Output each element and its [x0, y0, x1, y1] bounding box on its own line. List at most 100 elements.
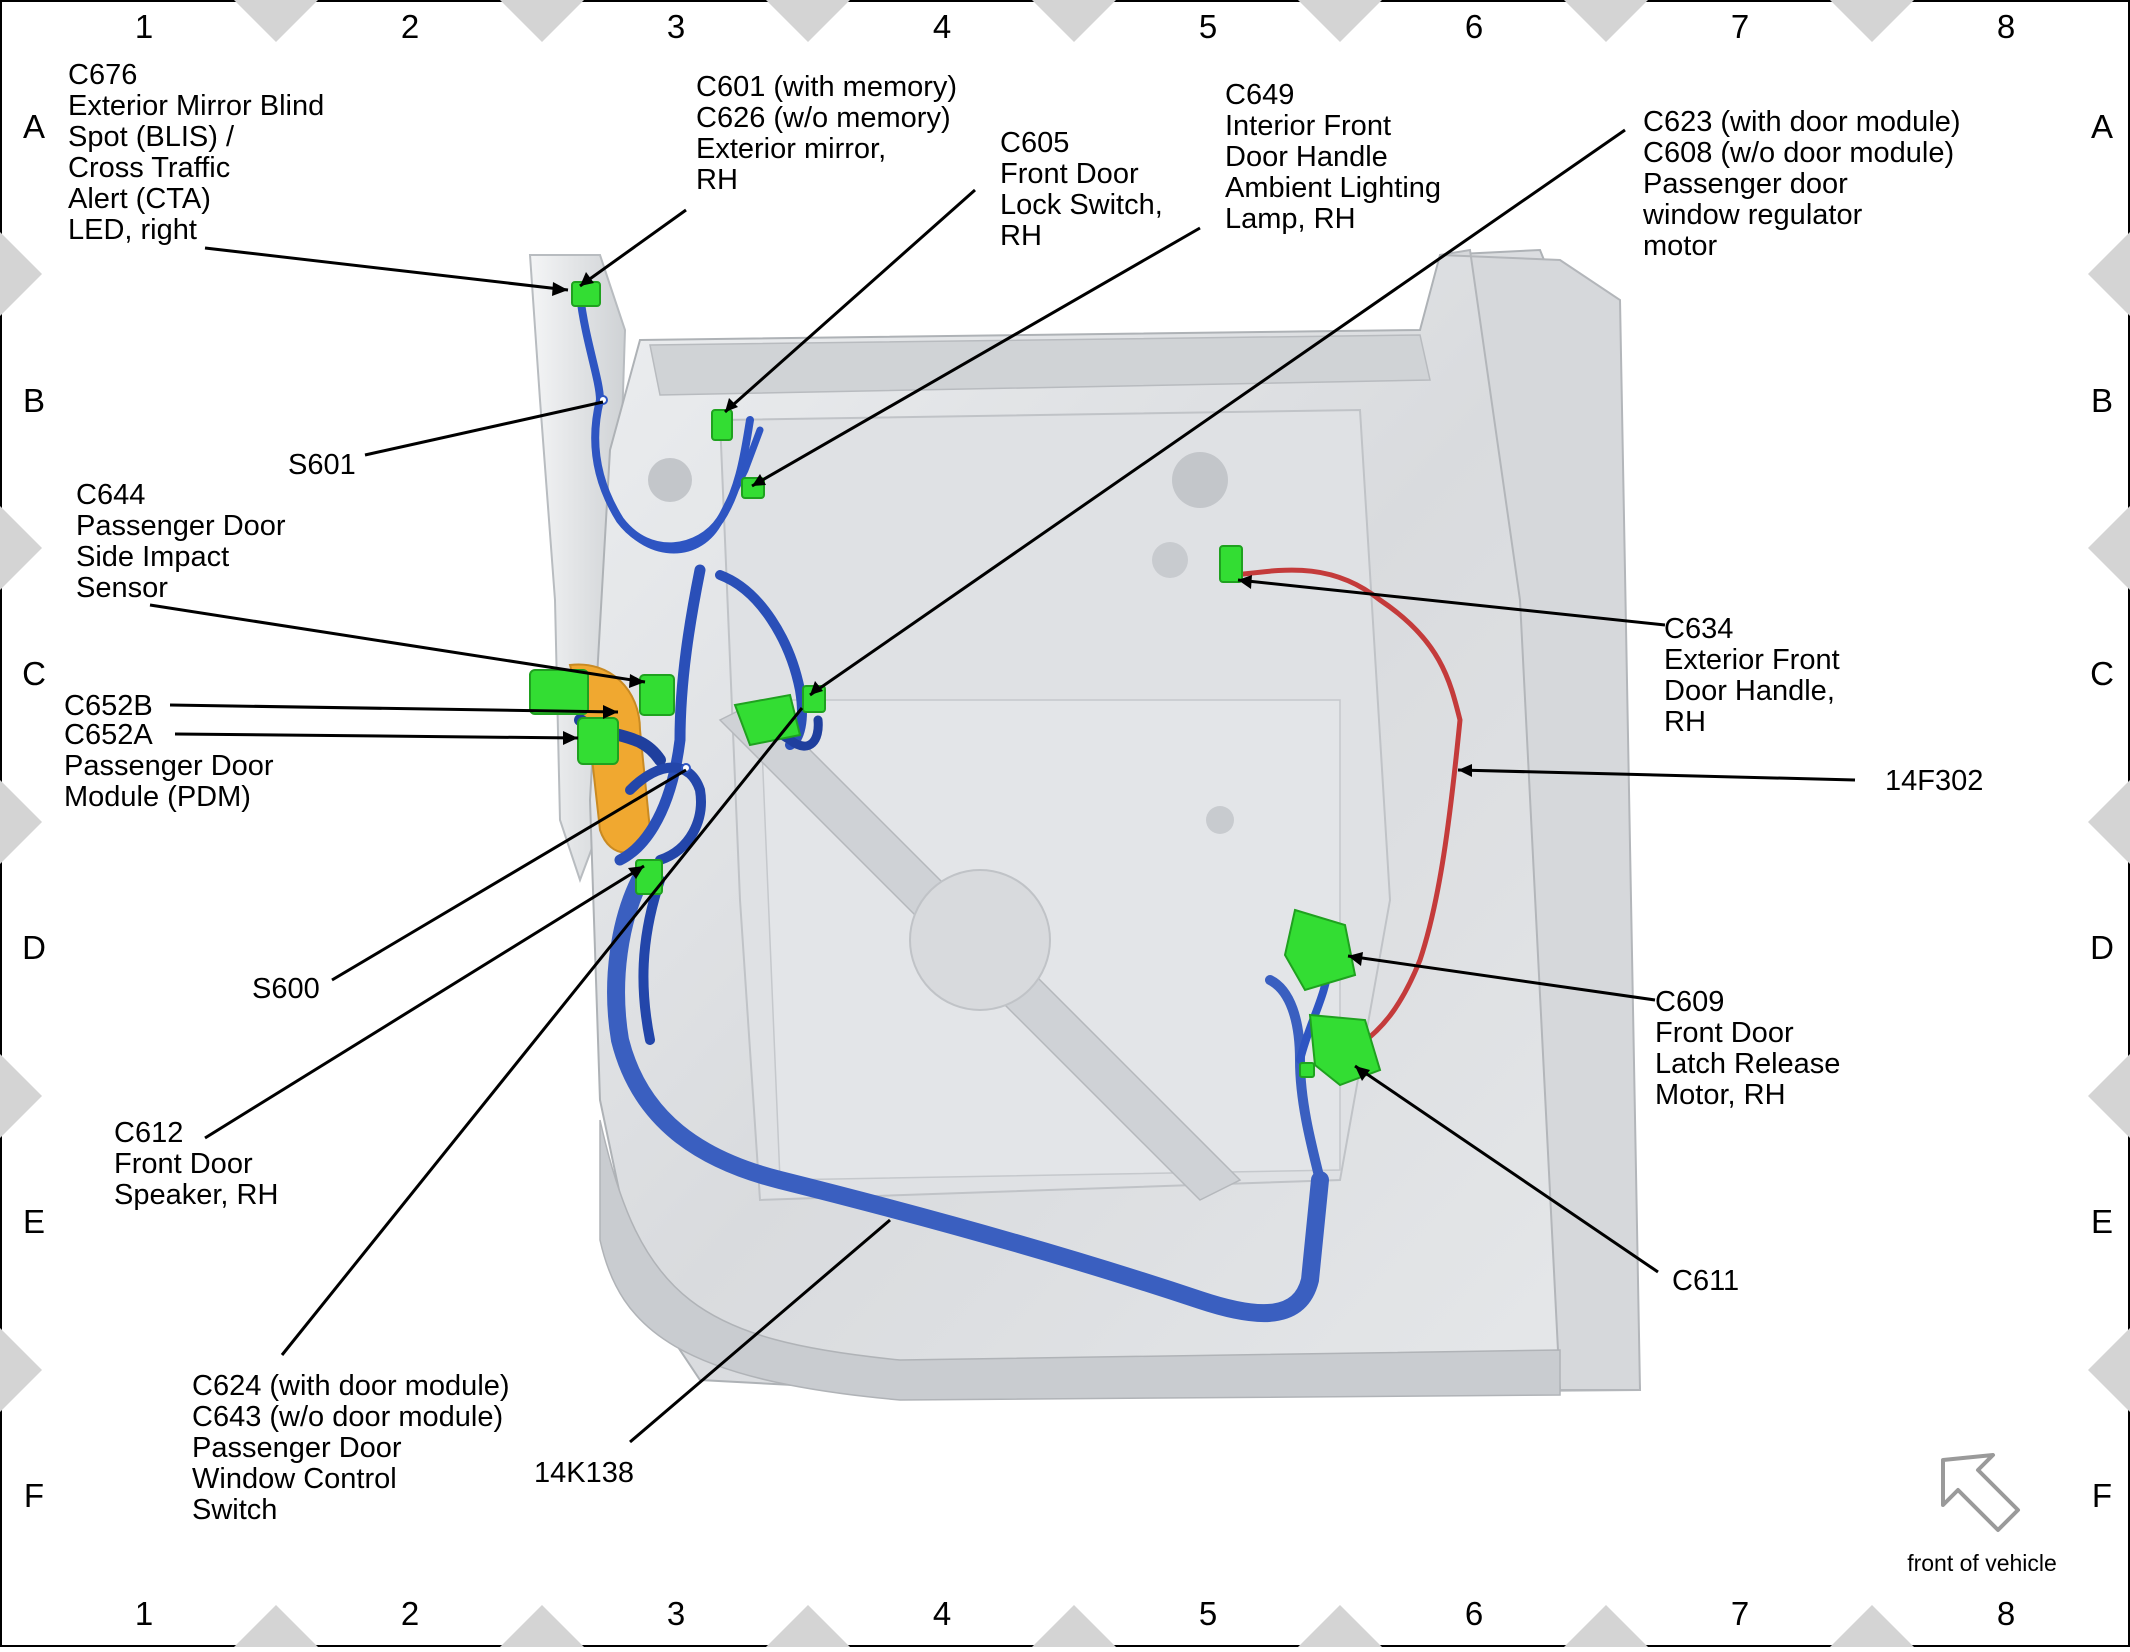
arrowhead — [629, 674, 645, 688]
callout-line: Motor, RH — [1655, 1079, 1786, 1111]
callout-line: Front Door — [114, 1148, 253, 1180]
column-label: 8 — [1997, 8, 2015, 45]
callout-line: Ambient Lighting — [1225, 172, 1441, 204]
arrowhead — [563, 731, 578, 745]
callout-line: Sensor — [76, 572, 168, 604]
arrowhead — [580, 272, 594, 286]
arrowhead — [810, 681, 823, 695]
column-label: 3 — [667, 8, 685, 45]
front-of-vehicle-indicator: front of vehicle — [1907, 1453, 2057, 1576]
callout-c676: C676 Exterior Mirror Blind Spot (BLIS) /… — [68, 59, 332, 246]
panel-hole — [1206, 806, 1234, 834]
direction-arrow-icon — [1941, 1453, 2020, 1532]
zone-marker — [0, 232, 42, 316]
arrowhead — [1355, 1066, 1370, 1081]
zone-marker — [1032, 1605, 1116, 1652]
connector-c652a — [577, 717, 619, 765]
row-label: C — [2090, 655, 2114, 692]
zone-marker — [234, 0, 318, 42]
row-label: D — [2090, 929, 2114, 966]
callout-line: RH — [696, 164, 738, 196]
row-label: B — [2091, 382, 2113, 419]
row-label: B — [23, 382, 45, 419]
callout-line: Interior Front — [1225, 110, 1391, 142]
callout-line: RH — [1664, 706, 1706, 738]
callout-s600: S600 — [252, 973, 320, 1005]
column-label: 5 — [1199, 8, 1217, 45]
zone-marker — [1830, 0, 1914, 42]
callout-c649: C649 Interior Front Door Handle Ambient … — [1225, 79, 1449, 235]
connector-c644 — [639, 674, 675, 716]
connector-c601 — [711, 409, 733, 441]
belt-line — [649, 334, 1431, 396]
callout-line: C623 (with door module) — [1643, 106, 1961, 138]
callout-line: Passenger Door — [192, 1432, 402, 1464]
zone-marker — [1830, 1605, 1914, 1652]
zone-marker — [2088, 1328, 2130, 1412]
column-labels-bottom: 1 2 3 4 5 6 7 8 — [135, 1595, 2015, 1632]
zone-marker — [500, 1605, 584, 1652]
connector-c649 — [1219, 545, 1243, 583]
callout-line: Speaker, RH — [114, 1179, 278, 1211]
callout-line: C652A — [64, 719, 153, 751]
column-label: 4 — [933, 8, 951, 45]
row-labels-right: A B C D E F — [2090, 108, 2114, 1514]
arrowhead — [752, 474, 766, 486]
column-label: 8 — [1997, 1595, 2015, 1632]
connector-c652b — [529, 669, 589, 715]
callout-line: C605 — [1000, 127, 1069, 159]
column-label: 6 — [1465, 1595, 1483, 1632]
callout-line: C609 — [1655, 986, 1724, 1018]
callout-line: Front Door — [1000, 158, 1139, 190]
leader-arrowheads — [552, 272, 1472, 1081]
zone-marker — [234, 1605, 318, 1652]
callout-c652b: C652B — [64, 690, 153, 722]
callout-s601: S601 — [288, 449, 356, 481]
row-label: F — [2092, 1477, 2112, 1514]
zone-marker — [0, 780, 42, 864]
callout-c634: C634 Exterior Front Door Handle, RH — [1664, 613, 1848, 738]
callout-c611: C611 — [1672, 1265, 1739, 1297]
row-label: C — [22, 655, 46, 692]
callout-line: Door Handle, — [1664, 675, 1835, 707]
arrowhead — [552, 282, 568, 296]
callout-line: Front Door — [1655, 1017, 1794, 1049]
arrowhead — [725, 398, 738, 412]
callout-c609: C609 Front Door Latch Release Motor, RH — [1655, 986, 1848, 1111]
callout-line: C649 — [1225, 79, 1294, 111]
callout-c652a: C652A Passenger Door Module (PDM) — [64, 719, 282, 813]
callout-line: window regulator — [1642, 199, 1863, 231]
zone-marker — [2088, 1054, 2130, 1138]
zone-marker — [766, 1605, 850, 1652]
callout-line: Passenger Door — [64, 750, 274, 782]
callout-line: C624 (with door module) — [192, 1370, 510, 1402]
callout-c644: C644 Passenger Door Side Impact Sensor — [76, 479, 294, 604]
callout-c624: C624 (with door module) C643 (w/o door m… — [192, 1370, 518, 1526]
callout-line: Cross Traffic — [68, 152, 230, 184]
callout-line: Window Control — [192, 1463, 397, 1495]
speaker-opening — [909, 869, 1051, 1011]
zone-marker — [500, 0, 584, 42]
column-label: 2 — [401, 8, 419, 45]
callout-line: C612 — [114, 1117, 183, 1149]
row-label: D — [22, 929, 46, 966]
callout-line: Door Handle — [1225, 141, 1388, 173]
row-label: A — [2091, 108, 2113, 145]
callout-line: C634 — [1664, 613, 1733, 645]
column-labels-top: 1 2 3 4 5 6 7 8 — [135, 8, 2015, 45]
door-rear-pillar — [1439, 248, 1642, 1391]
connector-c609 — [1283, 908, 1357, 992]
callout-c605: C605 Front Door Lock Switch, RH — [1000, 127, 1171, 252]
callout-c623: C623 (with door module) C608 (w/o door m… — [1642, 106, 1969, 262]
callout-line: Latch Release — [1655, 1048, 1840, 1080]
column-label: 7 — [1731, 8, 1749, 45]
column-label: 4 — [933, 1595, 951, 1632]
callout-14f302: 14F302 — [1885, 765, 1983, 797]
column-label: 1 — [135, 1595, 153, 1632]
row-label: F — [24, 1477, 44, 1514]
arrowhead — [628, 866, 644, 879]
zone-marker — [1298, 1605, 1382, 1652]
